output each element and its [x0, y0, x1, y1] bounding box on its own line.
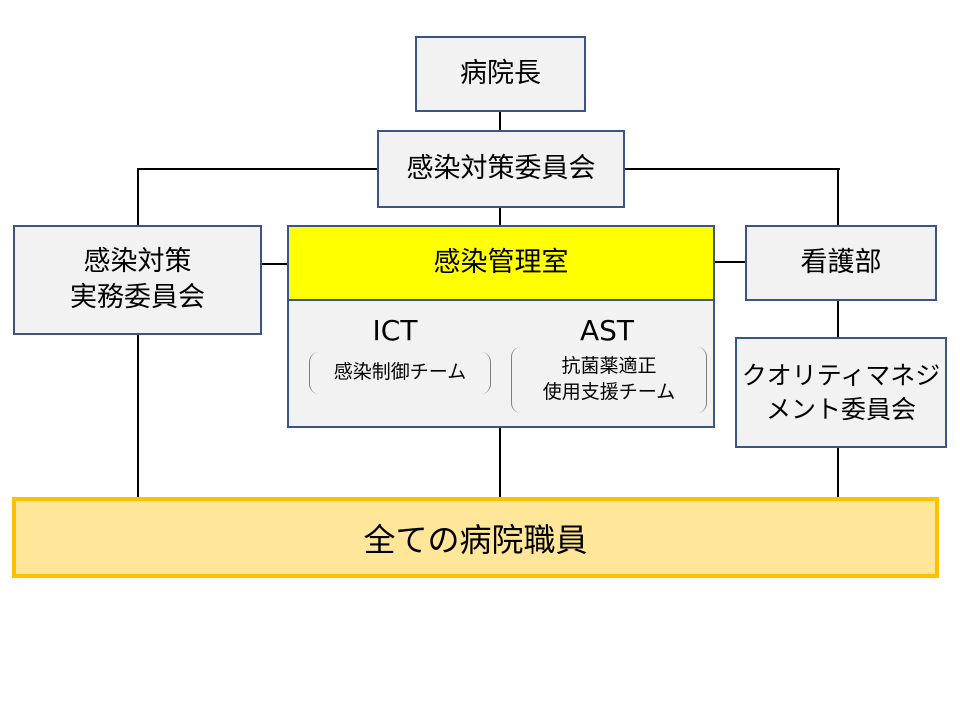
ast-title: AST — [579, 314, 635, 347]
committee-label: 感染対策委員会 — [406, 152, 596, 184]
connector-quality-staff — [837, 446, 839, 499]
ict-team: ICT — [289, 317, 501, 345]
ict-desc: 感染制御チーム — [333, 361, 467, 384]
ict-title: ICT — [372, 314, 418, 347]
practical-committee-line1: 感染対策 — [83, 245, 192, 277]
ast-desc-line1: 抗菌薬適正 — [561, 355, 657, 378]
connector-right-down — [837, 168, 839, 225]
all-staff-label: 全ての病院職員 — [363, 520, 588, 559]
connector-practical-office — [260, 263, 290, 265]
director-box: 病院長 — [415, 36, 586, 112]
connector-director-committee — [499, 110, 501, 132]
ict-desc-bracket: 感染制御チーム — [309, 352, 491, 394]
quality-committee-line1: クオリティマネジ — [741, 360, 941, 390]
infection-office-title: 感染管理室 — [433, 246, 569, 278]
ast-desc-line2: 使用支援チーム — [542, 381, 676, 403]
practical-committee-line2: 実務委員会 — [70, 282, 205, 313]
connector-office-nursing — [713, 261, 747, 263]
ast-desc-bracket: 抗菌薬適正 使用支援チーム — [511, 347, 707, 413]
director-label: 病院長 — [460, 57, 541, 89]
infection-office-header: 感染管理室 — [289, 227, 713, 301]
ast-team: AST — [501, 317, 713, 345]
committee-box: 感染対策委員会 — [377, 130, 625, 208]
practical-committee-box: 感染対策 実務委員会 — [13, 225, 262, 335]
quality-committee-line2: メント委員会 — [765, 394, 916, 424]
connector-office-staff — [499, 426, 501, 499]
all-staff-box: 全ての病院職員 — [12, 497, 939, 578]
nursing-label: 看護部 — [800, 246, 882, 278]
quality-committee-box: クオリティマネジ メント委員会 — [735, 337, 947, 448]
infection-office-box: 感染管理室 ICT 感染制御チーム AST 抗菌薬適正 使用支援チーム — [287, 225, 715, 428]
nursing-box: 看護部 — [745, 225, 937, 301]
connector-committee-office — [499, 206, 501, 227]
connector-left-down — [137, 168, 139, 227]
connector-practical-staff — [137, 333, 139, 499]
connector-nursing-quality — [837, 300, 839, 339]
